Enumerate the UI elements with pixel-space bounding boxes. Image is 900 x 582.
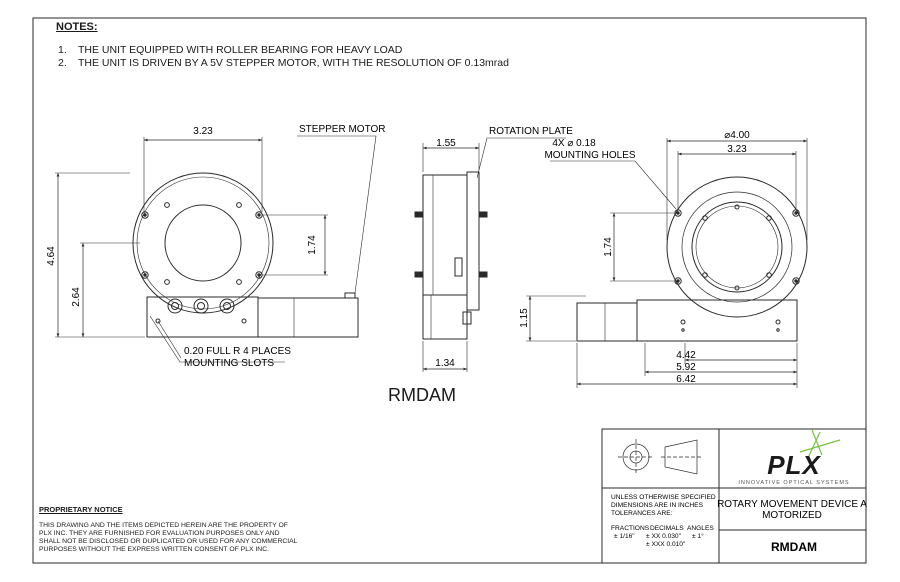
rear-bolt-holes bbox=[674, 204, 800, 291]
rear-stepper-motor bbox=[576, 302, 638, 342]
logo-tagline: INNOVATIVE OPTICAL SYSTEMS bbox=[738, 480, 849, 486]
side-base-dim: 1.34 bbox=[435, 358, 455, 369]
note-1-text: THE UNIT EQUIPPED WITH ROLLER BEARING FO… bbox=[78, 44, 403, 56]
title-block bbox=[601, 428, 867, 564]
side-housing bbox=[422, 174, 468, 296]
front-stepper-motor bbox=[257, 297, 359, 338]
rear-length-dim-1: 4.42 bbox=[676, 350, 696, 361]
part-number: RMDAM bbox=[771, 540, 817, 554]
tol-decimals-xxx: ± XXX 0.010" bbox=[646, 541, 686, 548]
tol-fractions-label: FRACTIONS bbox=[611, 525, 650, 532]
description-line2: MOTORIZED bbox=[762, 510, 822, 521]
mounting-holes-callout-line2: MOUNTING HOLES bbox=[544, 150, 635, 161]
rear-length-dim-3: 6.42 bbox=[676, 374, 696, 385]
logo-spark-icon bbox=[799, 429, 841, 459]
proprietary-line-3: SHALL NOT BE DISCLOSED OR DUPLICATED OR … bbox=[39, 538, 298, 545]
mounting-slots-callout-line2: MOUNTING SLOTS bbox=[184, 358, 274, 369]
sheet-border bbox=[32, 17, 867, 564]
stepper-motor-callout: STEPPER MOTOR bbox=[299, 124, 386, 135]
rear-height-dim: 1.15 bbox=[519, 308, 530, 328]
front-base-height-dim: 2.64 bbox=[71, 287, 82, 307]
rear-diameter-dim: ⌀4.00 bbox=[724, 130, 750, 141]
mounting-holes-callout-line1: 4X ⌀ 0.18 bbox=[552, 138, 596, 149]
proprietary-line-1: THIS DRAWING AND THE ITEMS DEPICTED HERE… bbox=[39, 522, 288, 529]
rear-aperture bbox=[691, 201, 783, 293]
tol-angles-value: ± 1° bbox=[692, 532, 704, 540]
tol-angles-label: ANGLES bbox=[687, 525, 714, 532]
note-1-number: 1. bbox=[58, 44, 67, 56]
front-connectors bbox=[167, 298, 235, 314]
rear-hole-spacing-dim: 1.74 bbox=[603, 237, 614, 257]
front-slot-hole bbox=[155, 318, 161, 324]
note-2-text: THE UNIT IS DRIVEN BY A 5V STEPPER MOTOR… bbox=[78, 57, 509, 69]
front-view bbox=[55, 135, 377, 363]
front-slot-hole bbox=[241, 318, 247, 324]
tolerance-line3: TOLERANCES ARE: bbox=[611, 510, 673, 517]
rear-length-dim-2: 5.92 bbox=[676, 362, 696, 373]
rotation-plate-callout: ROTATION PLATE bbox=[489, 126, 573, 137]
proprietary-line-2: PLX INC. THEY ARE FURNISHED FOR EVALUATI… bbox=[39, 530, 280, 537]
proprietary-notice-title: PROPRIETARY NOTICE bbox=[39, 505, 123, 514]
rear-base-block bbox=[636, 299, 798, 342]
mounting-slots-callout-line1: 0.20 FULL R 4 PLACES bbox=[184, 346, 291, 357]
front-aperture bbox=[164, 204, 242, 282]
front-hole-spacing-dim: 1.74 bbox=[307, 235, 318, 255]
company-logo: PLX bbox=[767, 450, 821, 480]
description-line1: ROTARY MOVEMENT DEVICE A bbox=[717, 499, 867, 510]
side-view bbox=[414, 137, 566, 372]
model-label: RMDAM bbox=[388, 385, 456, 405]
note-2-number: 2. bbox=[58, 57, 67, 69]
tolerance-line2: DIMENSIONS ARE IN INCHES bbox=[611, 502, 704, 509]
tol-decimals-label: DECIMALS bbox=[650, 525, 684, 532]
front-total-height-dim: 4.64 bbox=[46, 246, 57, 266]
tol-fractions-value: ± 1/16" bbox=[614, 533, 635, 540]
side-depth-dim: 1.55 bbox=[436, 138, 456, 149]
rear-bolt-circle-dim: 3.23 bbox=[727, 144, 747, 155]
tolerance-line1: UNLESS OTHERWISE SPECIFIED bbox=[611, 494, 716, 501]
side-base bbox=[422, 294, 468, 340]
tol-decimals-xx: ± XX 0.030" bbox=[646, 533, 682, 540]
side-rotation-plate bbox=[466, 171, 480, 311]
rear-view bbox=[526, 138, 808, 388]
front-bolt-holes bbox=[141, 202, 263, 285]
projection-symbol bbox=[618, 439, 701, 475]
notes-title: NOTES: bbox=[56, 21, 98, 33]
rear-housing-circle bbox=[666, 176, 808, 318]
proprietary-line-4: PURPOSES WITHOUT THE EXPRESS WRITTEN CON… bbox=[39, 546, 269, 553]
front-housing-circle bbox=[132, 172, 274, 314]
front-width-dim: 3.23 bbox=[193, 126, 213, 137]
